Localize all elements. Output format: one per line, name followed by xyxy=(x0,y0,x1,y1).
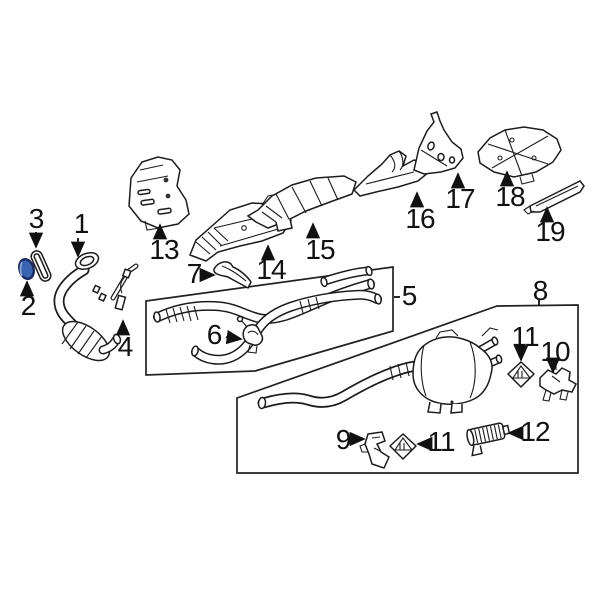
part-8-rear-muffler-assembly xyxy=(257,327,503,414)
callout-label-12: 12 xyxy=(520,416,550,447)
callout-label-10: 10 xyxy=(540,336,570,367)
part-17-bracket xyxy=(413,111,464,175)
part-11-rubber-hanger-upper xyxy=(507,361,535,388)
part-1-downpipe-catalytic-converter xyxy=(53,251,122,362)
callout-label-5: 5 xyxy=(401,280,418,311)
callout-label-4: 4 xyxy=(117,331,134,362)
callout-label-8: 8 xyxy=(532,275,549,306)
part-10-bracket xyxy=(539,359,577,402)
callout-label-13: 13 xyxy=(149,234,179,265)
callout-label-11: 11 xyxy=(511,321,539,352)
part-9-bracket xyxy=(359,431,390,469)
part-5-center-pipe-assembly xyxy=(153,265,382,365)
part-6-clamp xyxy=(236,315,264,354)
callout-label-15: 15 xyxy=(305,234,335,265)
callout-label-14: 14 xyxy=(256,254,286,285)
part-3-clamp xyxy=(30,250,52,282)
callout-label-2: 2 xyxy=(20,290,37,321)
part-19-heat-shield-rail xyxy=(523,180,585,215)
part-12-damper xyxy=(466,422,511,457)
callout-label-17: 17 xyxy=(445,183,475,214)
part-group-box-8 xyxy=(236,304,579,474)
callout-label-9: 9 xyxy=(335,424,352,455)
part-13-heat-shield xyxy=(128,156,190,231)
callout-label-19: 19 xyxy=(535,216,565,247)
callout-label-16: 16 xyxy=(405,203,435,234)
callout-label-7: 7 xyxy=(186,258,203,289)
callout-label-6: 6 xyxy=(206,319,223,350)
part-15-heat-shield xyxy=(246,175,357,232)
part-18-heat-shield xyxy=(477,126,562,185)
part-2-gasket-highlight[interactable] xyxy=(17,257,36,281)
callout-arrows xyxy=(19,170,561,452)
callout-label-18: 18 xyxy=(495,181,525,212)
callout-arrow-6 xyxy=(225,329,243,345)
part-11-rubber-hanger-lower xyxy=(389,433,417,460)
callout-label-11: 11 xyxy=(427,426,455,457)
callout-label-3: 3 xyxy=(28,203,45,234)
callout-label-1: 1 xyxy=(73,208,90,239)
part-16-heat-shield xyxy=(352,150,430,197)
part-7-bracket xyxy=(213,261,252,290)
part-4-oxygen-sensor xyxy=(110,263,139,311)
